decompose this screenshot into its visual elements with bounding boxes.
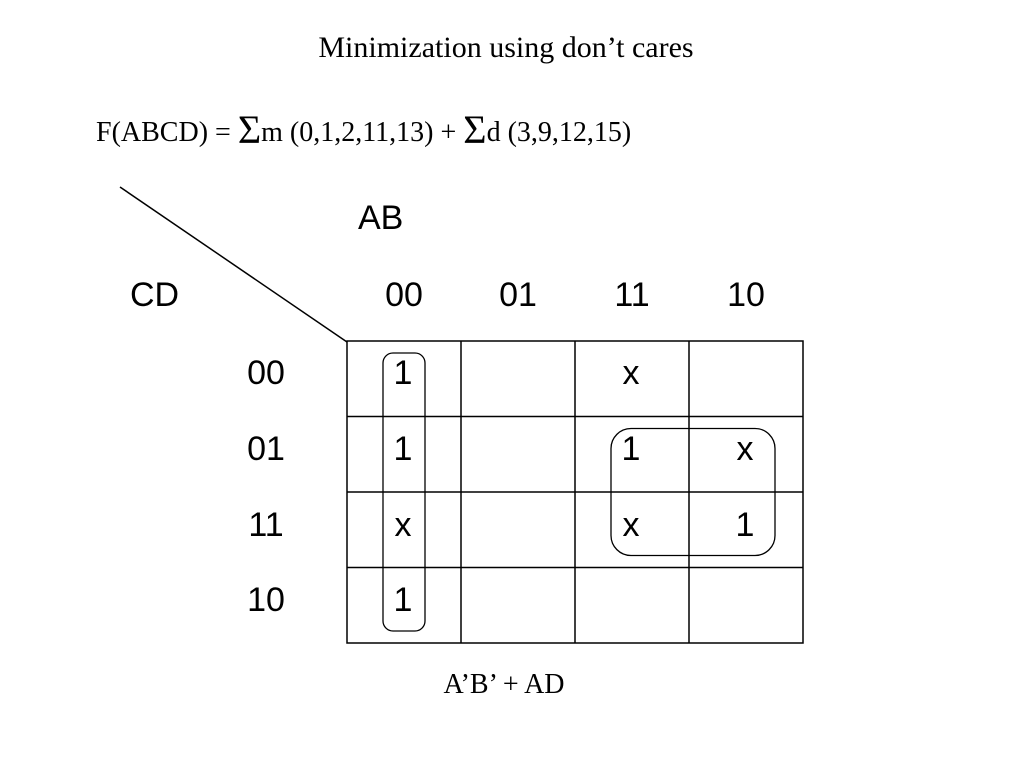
- kmap-cell: x: [622, 506, 640, 544]
- kmap-cell: x: [394, 506, 412, 544]
- formula-minterms: m (0,1,2,11,13) +: [261, 117, 464, 148]
- column-header: 10: [727, 276, 765, 314]
- kmap-cell: 1: [621, 430, 641, 468]
- kmap-group-loop: [610, 427, 776, 557]
- kmap-group-loop: [382, 352, 426, 632]
- kmap-grid-lines: [346, 340, 804, 644]
- formula-lhs: F(ABCD) =: [96, 117, 238, 148]
- kmap-cell: x: [622, 354, 640, 392]
- row-header: 10: [247, 581, 285, 619]
- kmap-group-loops: [382, 352, 776, 632]
- page-title: Minimization using don’t cares: [318, 31, 694, 64]
- row-header: 01: [247, 430, 285, 468]
- ab-axis-label: AB: [358, 199, 404, 237]
- row-header: 11: [248, 506, 284, 544]
- kmap-cell: 1: [735, 506, 755, 544]
- row-header: 00: [247, 354, 285, 392]
- minimized-expression: A’B’ + AD: [443, 669, 565, 700]
- kmap-corner-diagonal: [119, 186, 348, 343]
- kmap-cell: x: [736, 430, 754, 468]
- sigma-symbol-dontcares: Σ: [463, 107, 487, 152]
- sigma-symbol-minterms: Σ: [237, 107, 262, 152]
- column-header: 11: [614, 276, 650, 314]
- column-header: 00: [385, 276, 423, 314]
- kmap-cell: 1: [393, 354, 413, 392]
- cd-axis-label: CD: [130, 276, 180, 314]
- kmap-cell: 1: [393, 430, 413, 468]
- boolean-function-formula: F(ABCD) = Σm (0,1,2,11,13) + Σd (3,9,12,…: [96, 108, 631, 155]
- kmap-cell: 1: [393, 581, 413, 619]
- formula-dontcares: d (3,9,12,15): [486, 117, 632, 148]
- column-header: 01: [499, 276, 537, 314]
